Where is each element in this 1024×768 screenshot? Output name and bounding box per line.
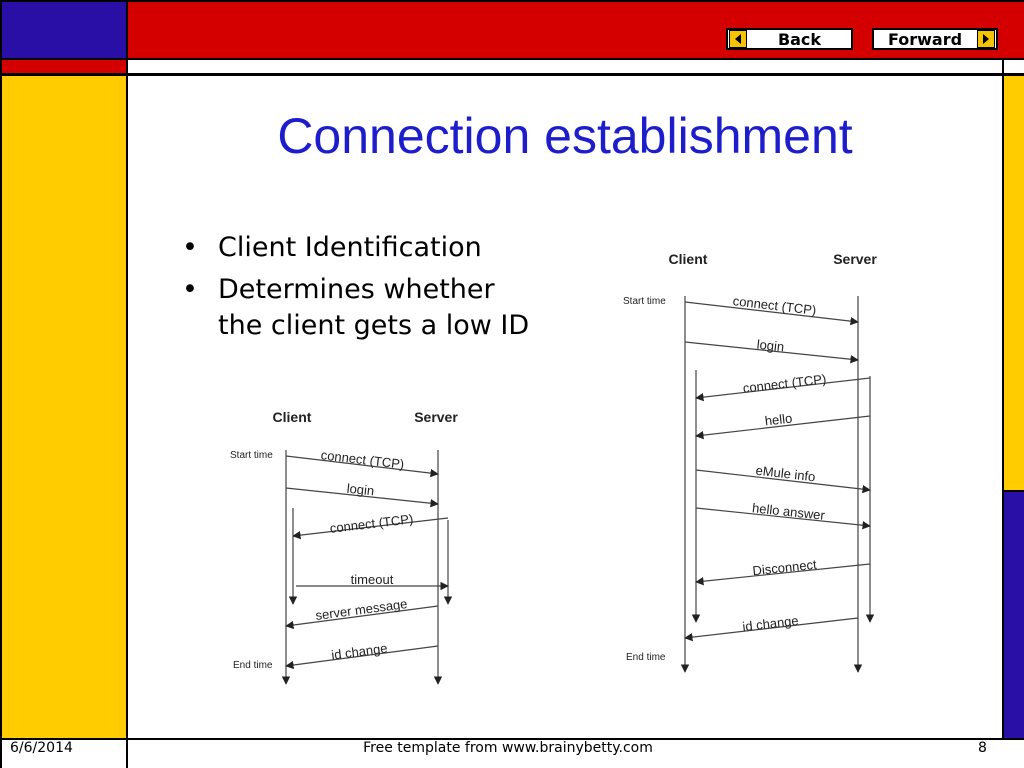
message-arrow (285, 487, 439, 508)
message-label: eMule info (755, 463, 816, 485)
message-label: login (346, 481, 375, 499)
forward-label: Forward (887, 29, 963, 49)
frame-yellow-left (0, 76, 126, 738)
start-time-label: Start time (230, 450, 273, 461)
message-arrow (684, 341, 859, 364)
frame-line (0, 0, 1024, 2)
frame-yellow-right (1004, 76, 1024, 490)
message-arrow (695, 377, 871, 402)
message-label: connect (TCP) (732, 293, 817, 318)
frame-line (1002, 58, 1004, 740)
message-arrow (695, 507, 871, 530)
message-arrow (695, 563, 871, 586)
message-arrow (695, 415, 871, 440)
chevron-right-icon (977, 30, 995, 48)
end-time-label: End time (626, 652, 666, 663)
bullet-text: Determines whether the client gets a low… (218, 274, 530, 341)
message-arrow (695, 469, 871, 494)
server-label: Server (414, 409, 458, 425)
bullet-dot: • (182, 232, 198, 263)
footer-date: 6/6/2014 (10, 740, 73, 756)
message-arrow (285, 645, 439, 670)
end-time-label: End time (233, 660, 273, 671)
bullet-item: • Determines whether the client gets a lo… (180, 272, 540, 344)
bullet-text: Client Identification (218, 232, 482, 263)
message-label: id change (330, 640, 388, 662)
message-label: connect (TCP) (742, 371, 827, 395)
footer-credit: Free template from www.brainybetty.com (363, 740, 653, 756)
message-label: hello answer (751, 500, 826, 523)
frame-line (126, 0, 128, 768)
message-arrow (285, 455, 439, 478)
message-arrow (684, 617, 859, 642)
frame-blue-block (0, 0, 126, 58)
footer-page-number: 8 (978, 740, 987, 756)
back-label: Back (777, 29, 822, 49)
bullet-dot: • (182, 274, 198, 305)
forward-button[interactable]: Forward (872, 28, 998, 50)
client-label: Client (669, 251, 708, 267)
client-label: Client (273, 409, 312, 425)
message-label: hello (764, 411, 793, 429)
message-label: login (756, 337, 785, 355)
message-arrow (684, 301, 859, 326)
slide-title: Connection establishment (277, 108, 853, 164)
message-arrow (285, 605, 439, 630)
message-label: id change (742, 613, 800, 634)
frame-line (0, 0, 2, 768)
message-arrow (292, 517, 449, 540)
frame-red-strip-left (0, 60, 126, 73)
frame-line (0, 738, 1024, 740)
message-label: timeout (351, 572, 394, 587)
frame-blue-right (1004, 492, 1024, 738)
frame-line (1004, 490, 1024, 492)
start-time-label: Start time (623, 296, 666, 307)
message-label: Disconnect (752, 557, 818, 579)
bullet-item: • Client Identification (180, 230, 540, 266)
server-label: Server (833, 251, 877, 267)
frame-line (0, 58, 1024, 60)
bullet-list: • Client Identification • Determines wheth… (180, 230, 540, 350)
frame-line (0, 73, 1024, 76)
back-button[interactable]: Back (726, 28, 853, 50)
chevron-left-icon (729, 30, 747, 48)
